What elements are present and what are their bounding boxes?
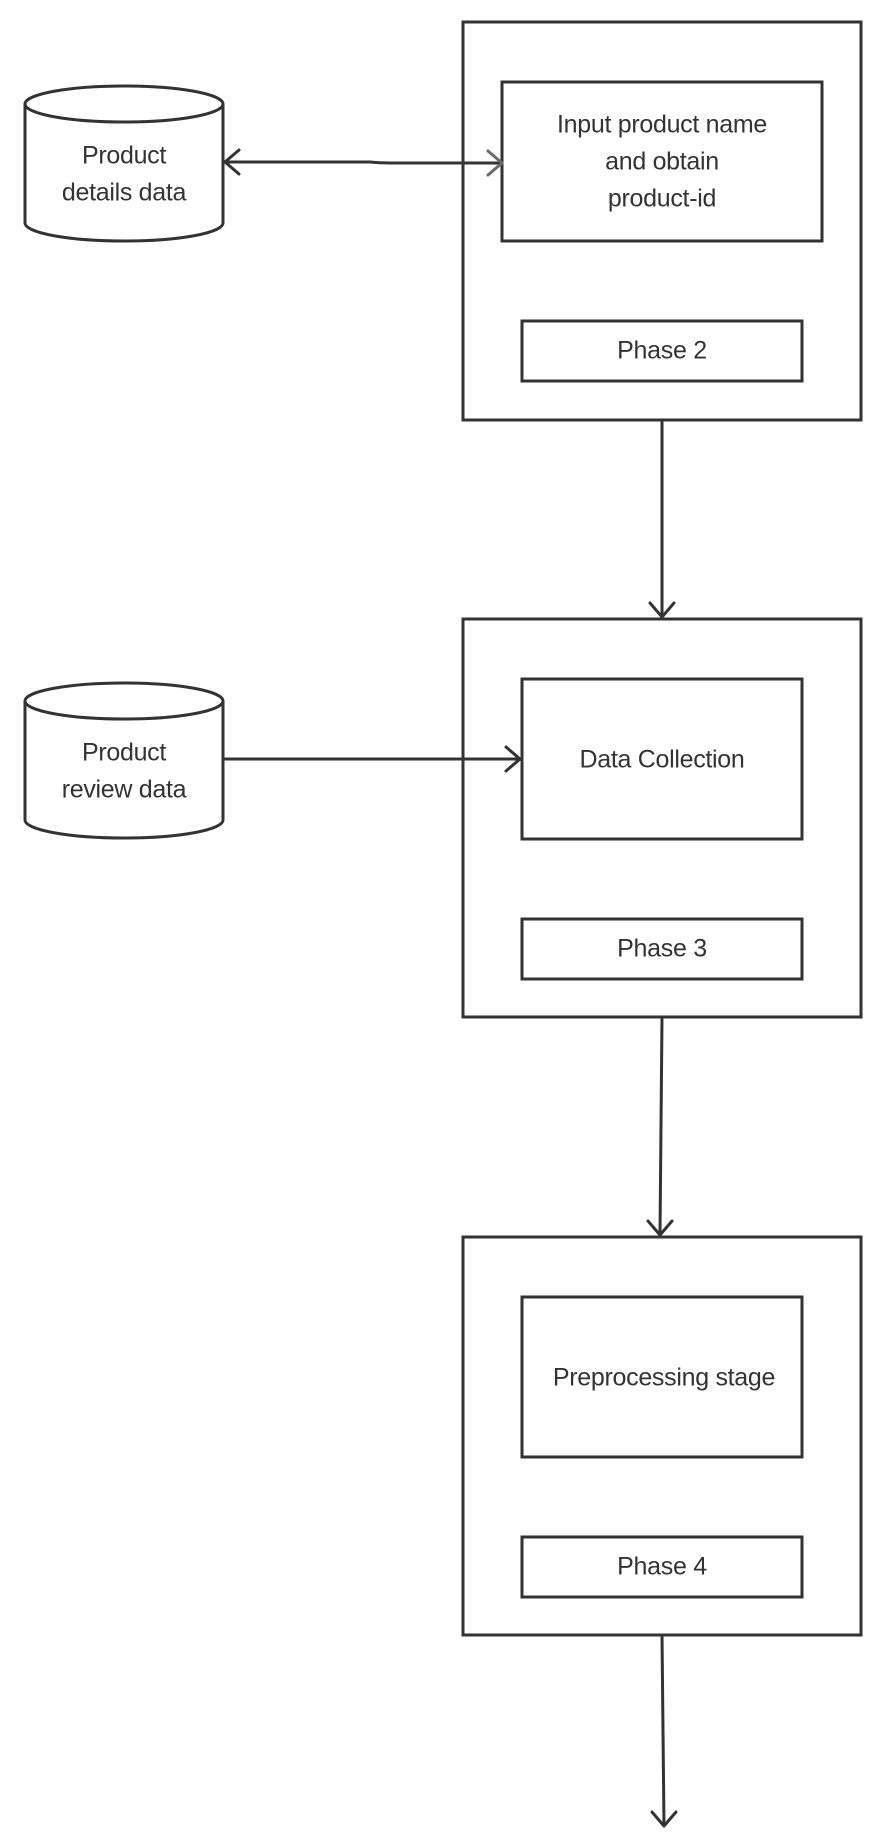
arrow-details-to-phase2-head-left [223, 148, 241, 176]
datastore-product-details-body [23, 104, 225, 243]
arrow-phase3-to-phase4-head [646, 1219, 674, 1237]
phase3-label: Phase 3 [617, 935, 707, 963]
arrow-phase4-to-next-line [660, 1633, 666, 1828]
phase3-process-label: Data Collection [579, 746, 744, 774]
arrow-details-to-phase2 [223, 148, 504, 177]
phase3-process-box [520, 677, 804, 841]
arrow-details-to-phase2-head-right [486, 149, 504, 177]
phase3-label-box [520, 917, 804, 981]
phase4-label: Phase 4 [617, 1553, 707, 1581]
phase2-process-line2: and obtain [605, 148, 719, 176]
phase2-label: Phase 2 [617, 337, 707, 365]
phase4-process-box [520, 1295, 804, 1459]
phase2-process-box [500, 80, 824, 243]
arrow-review-to-collection [223, 745, 522, 773]
datastore-product-review-label-line2: review data [62, 776, 187, 804]
datastore-product-details: Product details data [23, 84, 225, 243]
arrow-phase3-to-phase4-line [658, 1015, 664, 1237]
phase4-label-box [520, 1535, 804, 1599]
phase2-process-line3: product-id [608, 185, 716, 213]
phase2-process-line1: Input product name [557, 111, 767, 139]
arrow-phase2-to-phase3-head [648, 601, 676, 619]
arrow-details-to-phase2-line [223, 160, 502, 165]
datastore-product-details-label-line2: details data [62, 179, 187, 207]
arrow-phase4-to-next [650, 1633, 678, 1828]
arrow-phase3-to-phase4 [646, 1015, 674, 1237]
datastore-product-review-top [23, 681, 225, 721]
phase3-group: Data Collection Phase 3 [461, 617, 863, 1019]
phase2-label-box [520, 319, 804, 383]
arrow-review-to-collection-head [504, 745, 522, 773]
arrow-phase4-to-next-head [650, 1810, 678, 1828]
arrow-phase2-to-phase3 [648, 418, 676, 619]
phase4-group: Preprocessing stage Phase 4 [461, 1235, 863, 1637]
datastore-product-review-body [23, 701, 225, 840]
datastore-product-details-label-line1: Product [82, 142, 166, 170]
datastore-product-details-top [23, 84, 225, 124]
datastore-product-review: Product review data [23, 681, 225, 840]
phase4-process-label: Preprocessing stage [553, 1364, 775, 1392]
datastore-product-review-label-line1: Product [82, 739, 166, 767]
phase2-group: Input product name and obtain product-id… [461, 20, 863, 422]
